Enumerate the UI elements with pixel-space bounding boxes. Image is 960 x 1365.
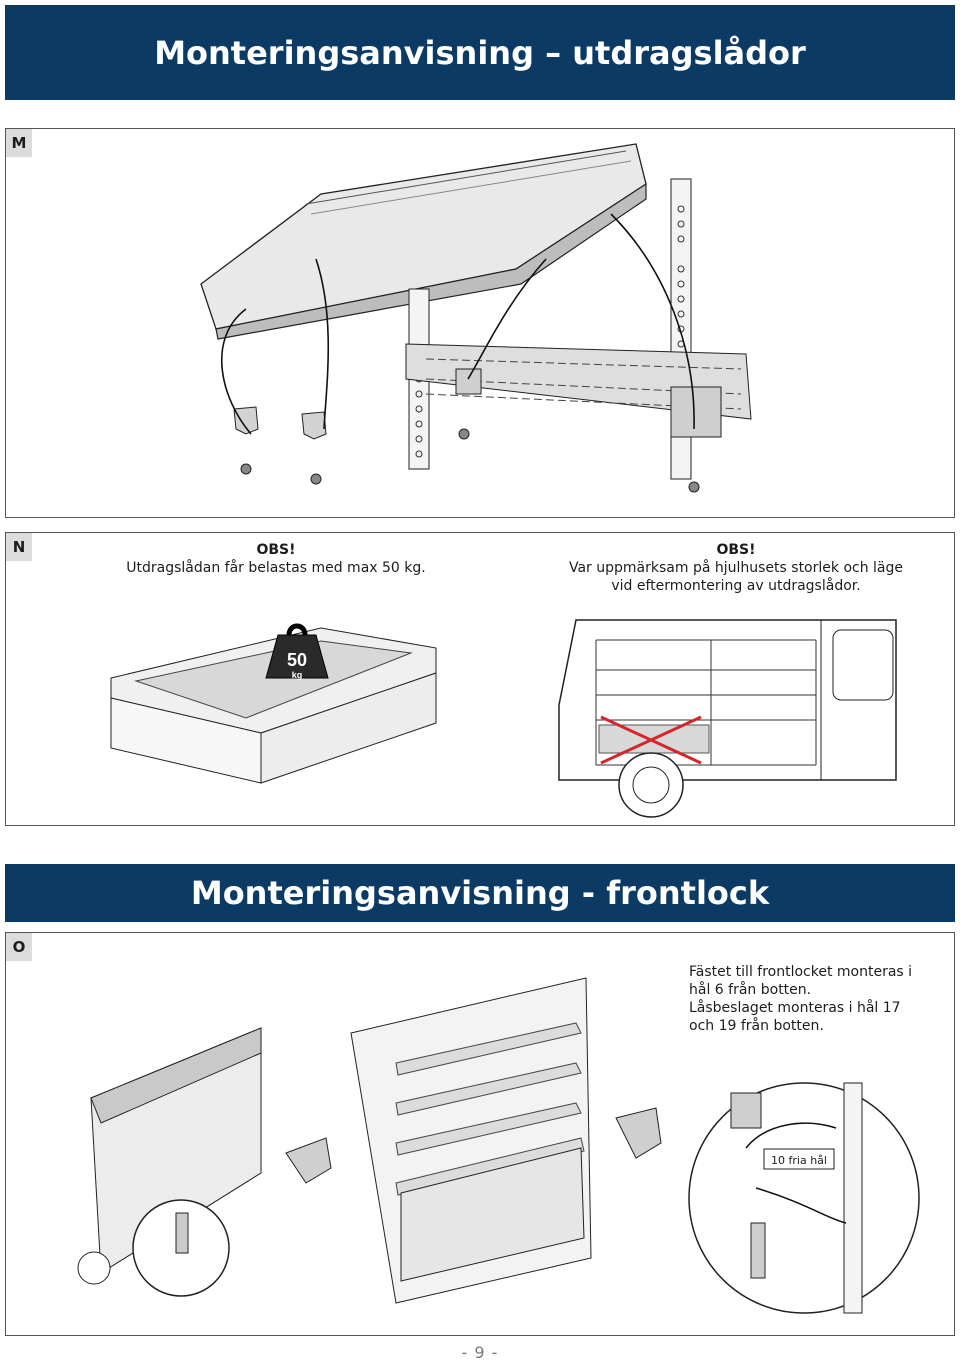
load-warning: OBS! Utdragslådan får belastas med max 5… (86, 541, 466, 577)
instruction-line: Fästet till frontlocket monteras i (689, 964, 913, 980)
instruction-line: hål 6 från botten. (689, 982, 812, 998)
weight-value: 50 (287, 650, 307, 670)
step-label: N (6, 533, 32, 561)
step-label: M (6, 129, 32, 157)
instruction-line: Låsbeslaget monteras i hål 17 (689, 1000, 901, 1016)
instruction-line: och 19 från botten. (689, 1018, 824, 1034)
warning-line-1: Var uppmärksam på hjulhusets storlek och… (568, 560, 903, 576)
frontlock-illustration: 10 fria hål (77, 977, 920, 1314)
warning-heading: OBS! (256, 542, 296, 558)
page-title-banner: Monteringsanvisning – utdragslådor (5, 5, 955, 100)
step-n-panel: N OBS! Utdragslådan får belastas med max… (5, 532, 955, 826)
van-illustration (558, 619, 897, 818)
drawer-weight-illustration: 50 kg (110, 623, 437, 784)
warning-text: Utdragslådan får belastas med max 50 kg. (126, 560, 426, 576)
section-title: Monteringsanvisning - frontlock (190, 874, 770, 912)
warning-line-2: vid eftermontering av utdragslådor. (611, 578, 861, 594)
warning-heading: OBS! (716, 542, 756, 558)
weight-unit: kg (292, 670, 303, 680)
step-label: O (6, 933, 32, 961)
frontlock-title-banner: Monteringsanvisning - frontlock (5, 864, 955, 922)
step-o-panel: O Fästet till frontlocket monteras i hål… (5, 932, 955, 1336)
wheelhouse-warning: OBS! Var uppmärksam på hjulhusets storle… (526, 541, 946, 595)
hole-count-callout: 10 fria hål (771, 1154, 827, 1167)
step-m-panel: M (5, 128, 955, 518)
page-number: - 9 - (461, 1343, 499, 1362)
frontlock-instructions: Fästet till frontlocket monteras i hål 6… (689, 963, 939, 1035)
page-title: Monteringsanvisning – utdragslådor (154, 33, 806, 72)
drawer-mounting-illustration (200, 143, 752, 493)
